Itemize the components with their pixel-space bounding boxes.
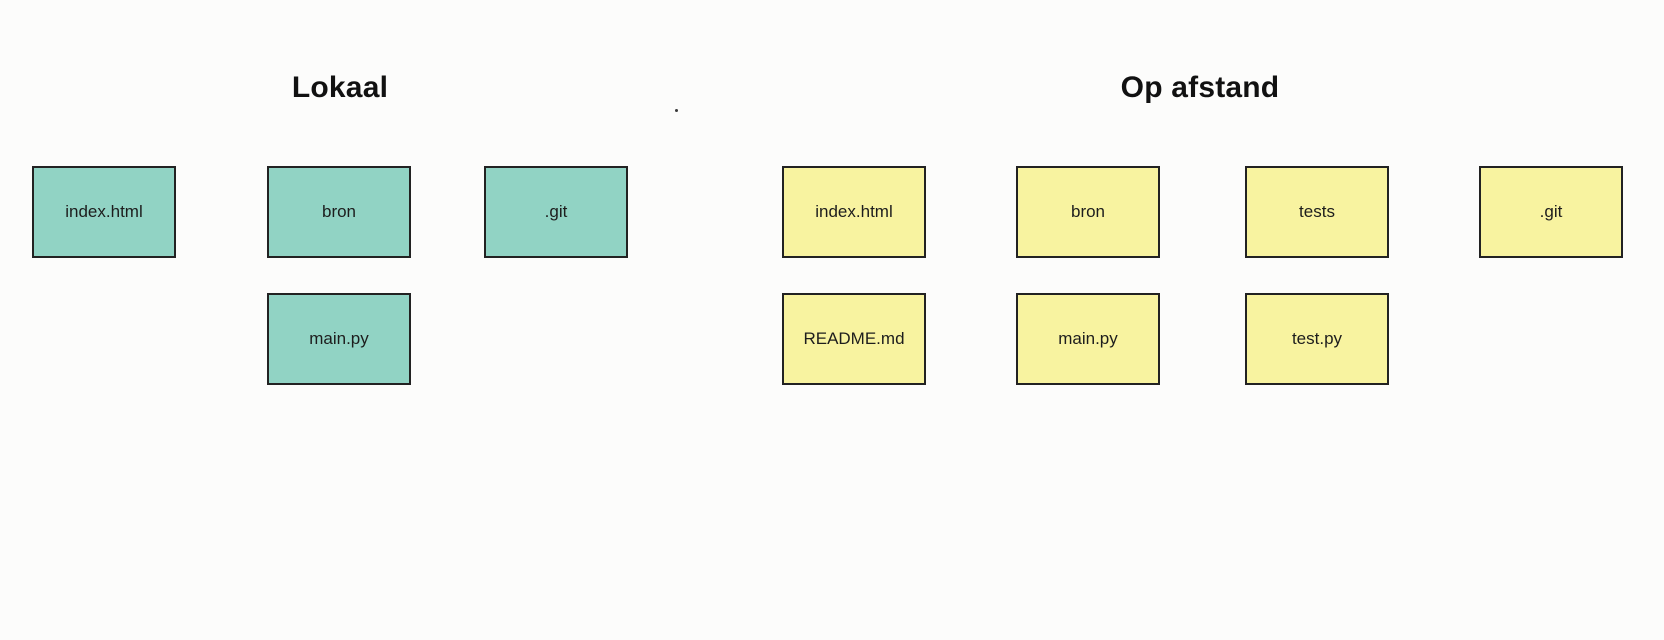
- file-box-label: main.py: [1058, 329, 1118, 348]
- file-box-label: bron: [1070, 202, 1106, 221]
- file-box-local-main-py: main.py: [267, 293, 411, 385]
- file-box-label: tests: [1299, 202, 1335, 221]
- file-box-remote-git: .git: [1479, 166, 1623, 258]
- file-box-local-bron: bron: [267, 166, 411, 258]
- file-box-remote-tests: tests: [1245, 166, 1389, 258]
- file-box-local-index-html: index.html: [32, 166, 176, 258]
- section-title-local: Lokaal: [291, 71, 389, 104]
- file-box-label: index.html: [815, 202, 893, 221]
- file-box-label: .git: [544, 202, 568, 221]
- section-title-remote: Op afstand: [1120, 71, 1280, 104]
- file-box-label: index.html: [65, 202, 143, 221]
- file-box-remote-main-py: main.py: [1016, 293, 1160, 385]
- file-box-label: README.md: [803, 329, 905, 348]
- file-box-label: bron: [321, 202, 357, 221]
- file-box-remote-index-html: index.html: [782, 166, 926, 258]
- file-box-label: .git: [1539, 202, 1563, 221]
- file-box-remote-bron: bron: [1016, 166, 1160, 258]
- file-box-remote-test-py: test.py: [1245, 293, 1389, 385]
- stray-dot: [675, 109, 678, 112]
- file-box-label: main.py: [309, 329, 369, 348]
- file-box-remote-readme-md: README.md: [782, 293, 926, 385]
- file-box-local-git: .git: [484, 166, 628, 258]
- file-box-label: test.py: [1291, 329, 1343, 348]
